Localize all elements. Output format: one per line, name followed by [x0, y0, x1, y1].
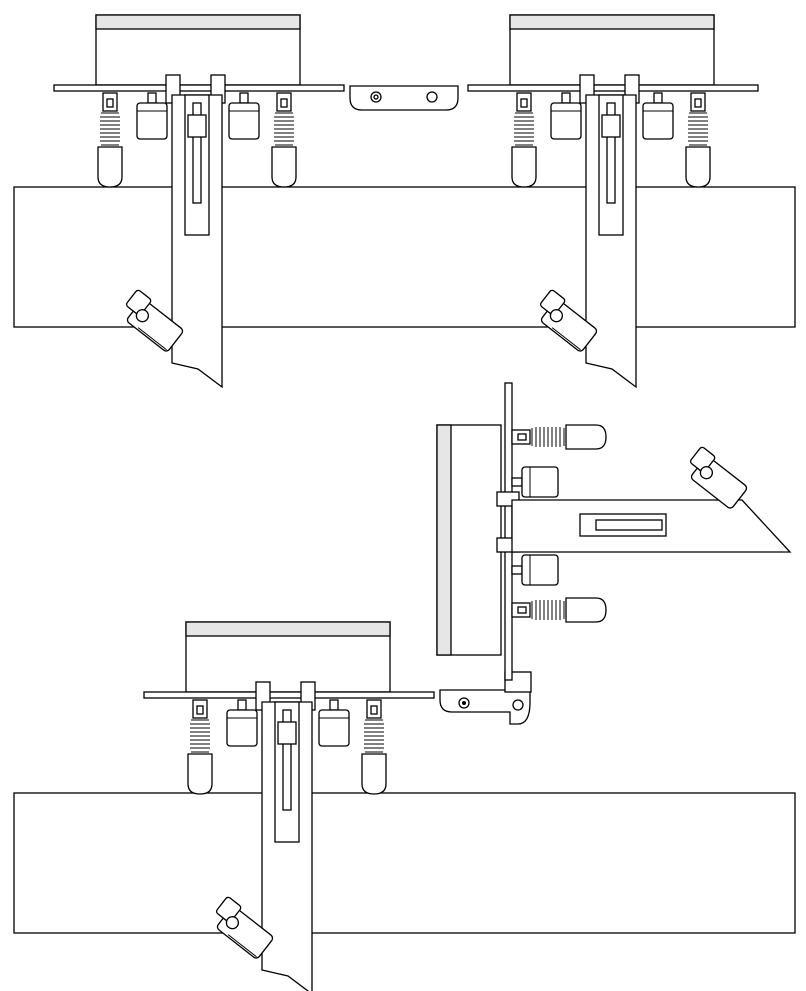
link-bracket	[349, 85, 459, 111]
side-view-assembly	[436, 382, 792, 681]
bottom-beam	[13, 792, 796, 934]
bottom-link-bracket	[439, 671, 532, 725]
